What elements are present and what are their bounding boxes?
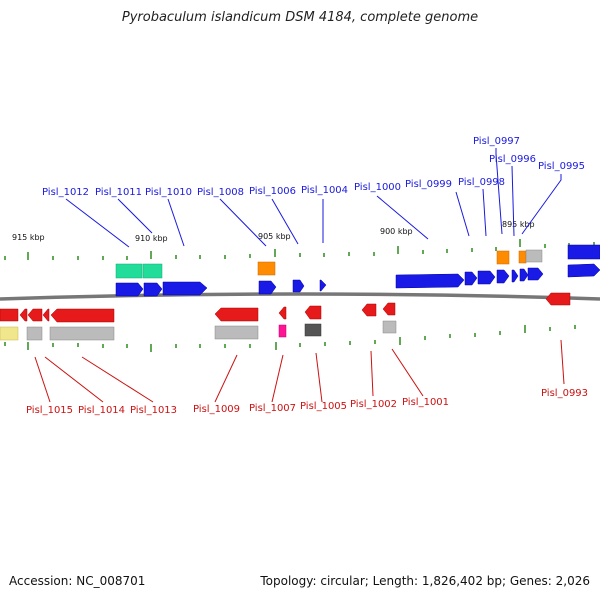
gene-box-magenta: [278, 324, 287, 338]
gene-label-pisl-1006[interactable]: Pisl_1006: [249, 186, 296, 197]
gene-label-pisl-1014[interactable]: Pisl_1014: [78, 405, 125, 416]
gene-box-gray: [214, 325, 259, 340]
gene-box-gray: [26, 326, 43, 341]
genome-backbone: [0, 292, 600, 301]
genome-summary-text: Topology: circular; Length: 1,826,402 bp…: [260, 574, 590, 588]
gene-arrow: [0, 308, 19, 322]
gene-arrow: [115, 282, 144, 297]
gene-label-pisl-1005[interactable]: Pisl_1005: [300, 401, 347, 412]
map-title: Pyrobaculum islandicum DSM 4184, complet…: [121, 10, 479, 25]
gene-arrow: [19, 308, 28, 322]
gene-arrow: [143, 282, 163, 297]
reverse-genes-strand: [0, 292, 571, 323]
gene-arrow: [477, 270, 496, 285]
lower-feature-boxes: [0, 320, 397, 341]
gene-label-pisl-1009[interactable]: Pisl_1009: [193, 404, 240, 415]
gene-label-pisl-1001[interactable]: Pisl_1001: [402, 397, 449, 408]
gene-label-pisl-1012[interactable]: Pisl_1012: [42, 187, 89, 198]
gene-label-pisl-1011[interactable]: Pisl_1011: [95, 187, 142, 198]
gene-arrow: [27, 308, 43, 322]
upper-feature-boxes: [115, 249, 543, 279]
gene-box-gray: [49, 326, 115, 341]
forward-genes-strand: [115, 244, 600, 297]
scale-label-905: 905 kbp: [258, 232, 291, 241]
scale-label-910: 910 kbp: [135, 234, 168, 243]
gene-box-orange: [496, 250, 510, 265]
gene-arrow: [464, 271, 478, 286]
gene-label-pisl-0998[interactable]: Pisl_0998: [458, 177, 505, 188]
gene-label-pisl-1015[interactable]: Pisl_1015: [26, 405, 73, 416]
gene-arrow: [214, 307, 259, 322]
scale-ticks-bottom: [4, 325, 576, 352]
gene-label-pisl-1002[interactable]: Pisl_1002: [350, 399, 397, 410]
gene-arrow: [258, 280, 277, 295]
gene-arrow: [278, 306, 287, 320]
gene-label-pisl-1000[interactable]: Pisl_1000: [354, 182, 401, 193]
gene-arrow: [361, 303, 377, 317]
gene-label-pisl-0999[interactable]: Pisl_0999: [405, 179, 452, 190]
gene-label-pisl-1010[interactable]: Pisl_1010: [145, 187, 192, 198]
gene-box-darkgray: [304, 323, 322, 337]
gene-box-yellow: [0, 326, 19, 341]
bottom-labels: Pisl_1015 Pisl_1014 Pisl_1013 Pisl_1009 …: [26, 388, 588, 416]
gene-arrow: [319, 279, 327, 292]
scale-label-915: 915 kbp: [12, 233, 45, 242]
scale-ticks-top: [4, 239, 595, 260]
gene-arrow: [50, 308, 115, 323]
gene-label-pisl-0995[interactable]: Pisl_0995: [538, 161, 585, 172]
gene-arrow: [545, 292, 571, 306]
gene-label-pisl-1008[interactable]: Pisl_1008: [197, 187, 244, 198]
gene-label-pisl-0997[interactable]: Pisl_0997: [473, 136, 520, 147]
gene-arrow: [292, 279, 305, 293]
bottom-leader-lines: [34, 339, 565, 403]
gene-box-teal: [142, 263, 163, 279]
gene-arrow: [382, 302, 396, 316]
gene-arrow: [527, 267, 544, 281]
gene-arrow: [304, 305, 322, 320]
gene-box-teal: [115, 263, 143, 279]
gene-arrow: [162, 281, 208, 296]
gene-label-pisl-1004[interactable]: Pisl_1004: [301, 185, 348, 196]
gene-box-gray: [382, 320, 397, 334]
gene-arrow: [395, 273, 465, 289]
gene-arrow: [519, 268, 529, 282]
top-leader-lines: [65, 148, 562, 248]
top-labels: Pisl_1012 Pisl_1011 Pisl_1010 Pisl_1008 …: [42, 136, 585, 198]
gene-arrow: [511, 269, 519, 283]
gene-arrow: [567, 263, 600, 278]
gene-box: [567, 244, 600, 260]
gene-box-gray: [525, 249, 543, 263]
scale-label-900: 900 kbp: [380, 227, 413, 236]
gene-label-pisl-0996[interactable]: Pisl_0996: [489, 154, 536, 165]
gene-arrow: [496, 269, 510, 284]
gene-label-pisl-1013[interactable]: Pisl_1013: [130, 405, 177, 416]
gene-label-pisl-1007[interactable]: Pisl_1007: [249, 403, 296, 414]
accession-text: Accession: NC_008701: [9, 574, 146, 588]
gene-arrow: [42, 308, 50, 322]
gene-box-orange: [518, 250, 527, 264]
gene-box-orange: [257, 261, 276, 276]
gene-label-pisl-0993[interactable]: Pisl_0993: [541, 388, 588, 399]
scale-label-895: 895 kbp: [502, 220, 535, 229]
